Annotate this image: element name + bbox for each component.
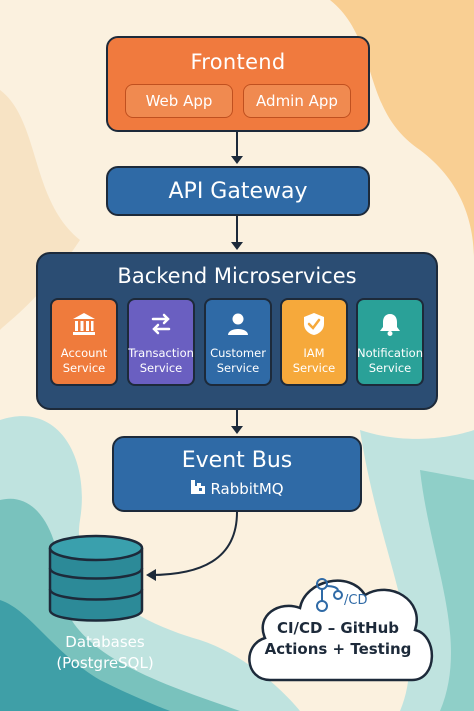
frontend-box: Frontend Web App Admin App [106,36,370,132]
service-label-line2: Service [292,361,336,375]
databases-label-line2: (PostgreSQL) [56,654,154,672]
service-label-line1: Notification [357,346,423,360]
admin-app-chip: Admin App [243,84,351,118]
cicd-label: CI/CD – GitHub Actions + Testing [262,618,414,660]
user-icon [225,304,251,344]
shield-check-icon [301,304,327,344]
event-bus-box: Event Bus RabbitMQ [112,436,362,512]
bell-icon [377,304,403,344]
cicd-label-line2: Actions + Testing [264,640,412,658]
service-label-line1: IAM [303,346,325,360]
service-label-line1: Account [60,346,108,360]
frontend-title: Frontend [190,50,286,74]
api-gateway-box: API Gateway [106,166,370,216]
service-label-line2: Service [216,361,260,375]
service-label-line1: Customer [210,346,266,360]
notification-service-card: Notification Service [356,298,424,386]
service-label-line2: Service [62,361,106,375]
account-service-card: Account Service [50,298,118,386]
iam-service-card: IAM Service [280,298,348,386]
cicd-badge: /CD [344,593,368,608]
web-app-chip: Web App [125,84,233,118]
event-bus-broker: RabbitMQ [210,479,284,498]
databases-label-line1: Databases [65,633,145,651]
service-label-line1: Transaction [128,346,194,360]
pipeline-icon [316,578,343,612]
transaction-service-card: Transaction Service [127,298,195,386]
service-label-line2: Service [139,361,183,375]
cicd-cloud [248,579,434,682]
service-label-line2: Service [368,361,412,375]
customer-service-card: Customer Service [204,298,272,386]
cicd-label-line1: CI/CD – GitHub [276,619,400,637]
backend-title: Backend Microservices [117,264,357,288]
swap-arrows-icon [148,304,174,344]
rabbitmq-icon [190,479,206,499]
database-icon [48,534,144,622]
databases-label: Databases (PostgreSQL) [40,632,170,674]
bank-icon [71,304,97,344]
api-gateway-title: API Gateway [168,178,308,204]
event-bus-title: Event Bus [181,447,293,473]
